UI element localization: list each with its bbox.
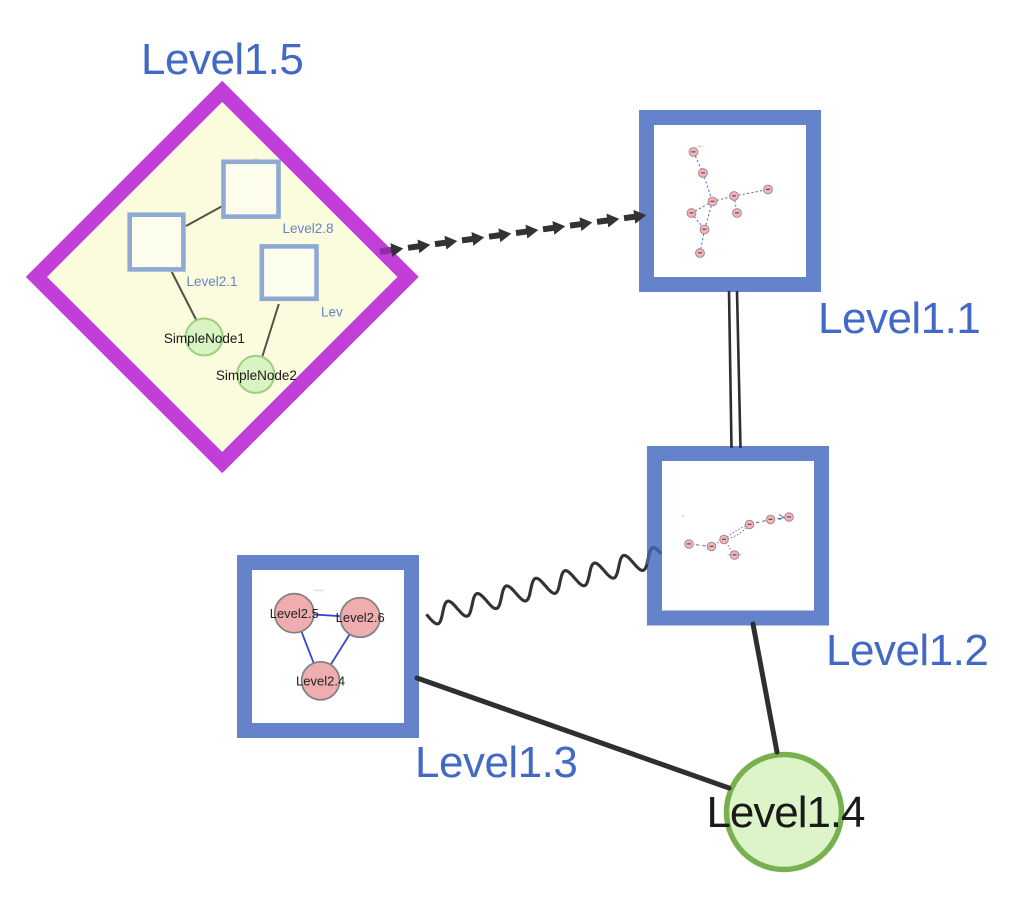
- svg-text:Level2.6: Level2.6: [336, 610, 385, 625]
- svg-text:Level2.8: Level2.8: [283, 221, 334, 236]
- svg-text:Level1.1: Level1.1: [818, 294, 980, 343]
- svg-text:Level1.5: Level1.5: [141, 35, 303, 84]
- svg-text:Lev: Lev: [321, 305, 343, 320]
- svg-text:Level2.5: Level2.5: [270, 606, 319, 621]
- svg-text:SimpleNode1: SimpleNode1: [164, 331, 245, 346]
- svg-text:Level2.1: Level2.1: [187, 274, 238, 289]
- svg-text:Level1.2: Level1.2: [826, 626, 988, 675]
- svg-text:Level1.3: Level1.3: [415, 738, 577, 787]
- svg-text:SimpleNode2: SimpleNode2: [216, 368, 297, 383]
- svg-text:Level1.4: Level1.4: [707, 788, 866, 837]
- svg-text:Level2.4: Level2.4: [296, 674, 345, 689]
